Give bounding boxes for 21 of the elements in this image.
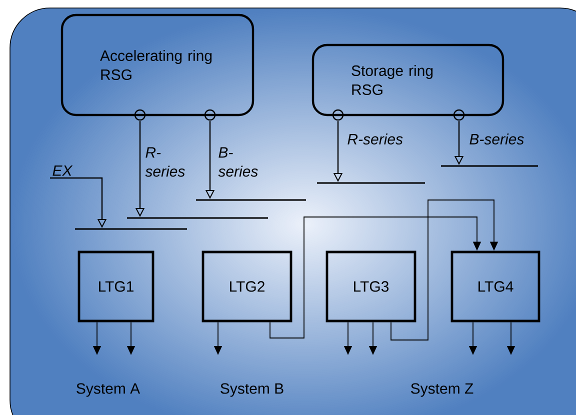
edge-label: B-series [470, 134, 524, 144]
ltg-box: LTG1 [78, 250, 154, 322]
bus-line [441, 165, 538, 167]
ltg-box: LTG2 [202, 250, 292, 322]
bus-line [196, 199, 306, 201]
bus-line [75, 228, 187, 230]
bus-line [317, 182, 425, 184]
generator-box: Accelerating ring RSG [60, 14, 254, 116]
arrow [390, 200, 498, 340]
signal-label: EX [52, 165, 73, 176]
system-label: System Z [411, 383, 474, 397]
system-label: System B [220, 383, 284, 397]
bus-line [127, 217, 268, 219]
arrow [270, 216, 482, 338]
system-label: System A [76, 383, 140, 397]
edge-label: R-series [348, 134, 403, 144]
ltg-box: LTG3 [326, 250, 416, 322]
edge-label: R-series [145, 147, 185, 177]
ltg-box: LTG4 [450, 250, 540, 322]
generator-box: Storage ring RSG [312, 44, 504, 116]
edge-label: B-series [218, 147, 258, 177]
